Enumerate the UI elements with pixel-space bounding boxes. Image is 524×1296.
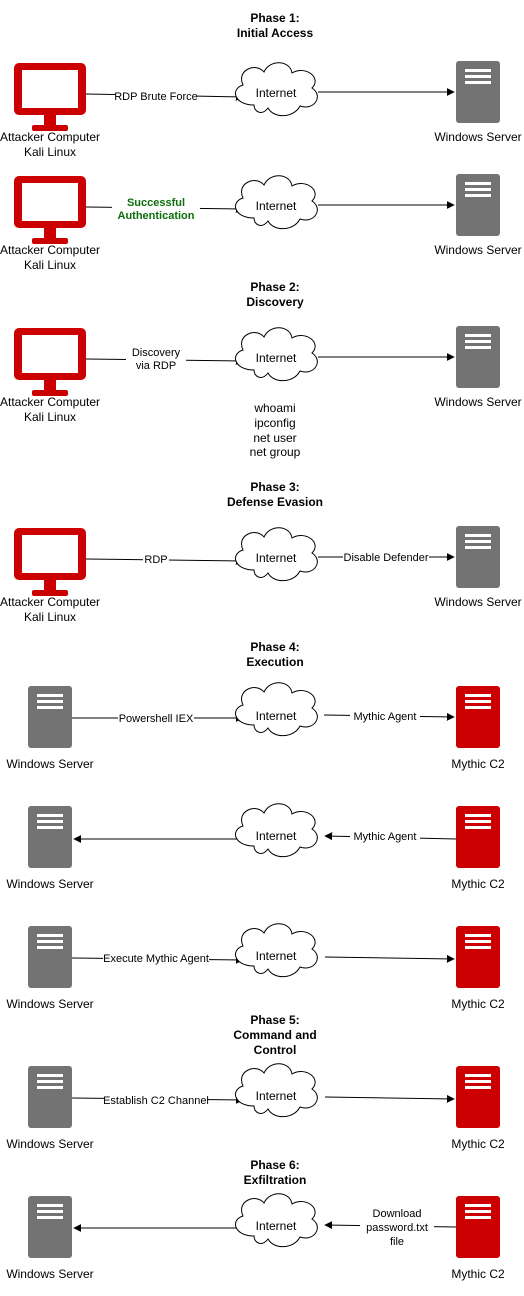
windows-server-label: Windows Server	[6, 1137, 93, 1151]
mythic-c2-label: Mythic C2	[451, 877, 505, 891]
command-net-group: net group	[250, 445, 301, 459]
phase-1-title-line-1: Phase 1:	[250, 11, 299, 25]
row-defense-evasion: Attacker Computer Kali Linux RDP Interne…	[0, 526, 522, 624]
attacker-label-line-1: Attacker Computer	[0, 243, 100, 257]
windows-server-label: Windows Server	[434, 395, 521, 409]
row-exfiltration: Windows Server Internet Download passwor…	[6, 1193, 505, 1281]
mythic-c2-label: Mythic C2	[451, 757, 505, 771]
phase-3-title-line-2: Defense Evasion	[227, 495, 323, 509]
edge-label-password-txt: password.txt	[366, 1222, 428, 1234]
edge-label-rdp-brute-force: RDP Brute Force	[114, 91, 198, 103]
edge-label-via-rdp: via RDP	[136, 360, 176, 372]
server-icon	[456, 1066, 500, 1128]
attacker-label-line-2: Kali Linux	[24, 258, 76, 272]
phase-2-title-line-2: Discovery	[246, 295, 304, 309]
internet-label: Internet	[256, 1089, 297, 1103]
attacker-label-line-1: Attacker Computer	[0, 130, 100, 144]
phase-4-title-line-1: Phase 4:	[250, 640, 299, 654]
row-successful-authentication: Attacker Computer Kali Linux Successful …	[0, 174, 522, 272]
edge-label-disable-defender: Disable Defender	[344, 552, 429, 564]
windows-server-label: Windows Server	[6, 757, 93, 771]
edge-label-establish-c2-channel: Establish C2 Channel	[103, 1095, 209, 1107]
server-icon	[456, 174, 500, 236]
server-icon	[456, 926, 500, 988]
phase-5-title-line-2: Command and	[233, 1028, 316, 1042]
server-icon	[28, 806, 72, 868]
phase-5-title-line-3: Control	[254, 1043, 297, 1057]
row-establish-c2-channel: Windows Server Establish C2 Channel Inte…	[6, 1063, 505, 1151]
edge-label-mythic-agent: Mythic Agent	[354, 831, 417, 843]
windows-server-label: Windows Server	[6, 1267, 93, 1281]
edge-label-rdp: RDP	[144, 554, 167, 566]
row-discovery: Attacker Computer Kali Linux Discovery v…	[0, 326, 522, 459]
attacker-label-line-2: Kali Linux	[24, 145, 76, 159]
phase-1-title-line-2: Initial Access	[237, 26, 314, 40]
row-powershell-iex: Windows Server Powershell IEX Internet M…	[6, 682, 505, 771]
monitor-icon	[14, 176, 86, 244]
mythic-c2-label: Mythic C2	[451, 1267, 505, 1281]
mythic-c2-label: Mythic C2	[451, 997, 505, 1011]
phase-6-title-line-1: Phase 6:	[250, 1158, 299, 1172]
edge-label-authentication: Authentication	[118, 210, 195, 222]
windows-server-label: Windows Server	[434, 243, 521, 257]
server-icon	[456, 61, 500, 123]
server-icon	[456, 1196, 500, 1258]
edge-label-discovery: Discovery	[132, 347, 181, 359]
phase-5-title-line-1: Phase 5:	[250, 1013, 299, 1027]
internet-label: Internet	[256, 199, 297, 213]
phase-2-title-line-1: Phase 2:	[250, 280, 299, 294]
server-icon	[28, 686, 72, 748]
internet-label: Internet	[256, 829, 297, 843]
windows-server-label: Windows Server	[434, 595, 521, 609]
internet-label: Internet	[256, 551, 297, 565]
edge-label-mythic-agent: Mythic Agent	[354, 711, 417, 723]
command-whoami: whoami	[253, 401, 295, 415]
edge-internet-to-c2	[324, 954, 455, 963]
phase-3-title-line-1: Phase 3:	[250, 480, 299, 494]
attacker-label-line-2: Kali Linux	[24, 610, 76, 624]
attacker-label-line-1: Attacker Computer	[0, 395, 100, 409]
command-net-user: net user	[253, 431, 296, 445]
internet-label: Internet	[256, 86, 297, 100]
edge-label-file: file	[390, 1236, 404, 1248]
phase-4-title-line-2: Execution	[246, 655, 303, 669]
edge-label-powershell-iex: Powershell IEX	[119, 713, 194, 725]
server-icon	[28, 1196, 72, 1258]
attacker-label-line-2: Kali Linux	[24, 410, 76, 424]
server-icon	[28, 926, 72, 988]
row-rdp-brute-force: Attacker Computer Kali Linux RDP Brute F…	[0, 61, 522, 159]
internet-label: Internet	[256, 351, 297, 365]
phase-6-title-line-2: Exfiltration	[244, 1173, 307, 1187]
row-execute-mythic-agent: Windows Server Execute Mythic Agent Inte…	[6, 923, 505, 1011]
windows-server-label: Windows Server	[434, 130, 521, 144]
command-ipconfig: ipconfig	[254, 416, 295, 430]
edge-label-download: Download	[373, 1208, 422, 1220]
mythic-c2-label: Mythic C2	[451, 1137, 505, 1151]
internet-label: Internet	[256, 949, 297, 963]
server-icon	[456, 526, 500, 588]
monitor-icon	[14, 328, 86, 396]
server-icon	[28, 1066, 72, 1128]
row-mythic-agent-download: Windows Server Internet Mythic Agent Myt…	[6, 803, 505, 891]
server-icon	[456, 326, 500, 388]
windows-server-label: Windows Server	[6, 997, 93, 1011]
server-icon	[456, 686, 500, 748]
edge-label-execute-mythic-agent: Execute Mythic Agent	[103, 953, 209, 965]
edge-label-successful: Successful	[127, 197, 185, 209]
monitor-icon	[14, 528, 86, 596]
internet-label: Internet	[256, 709, 297, 723]
internet-label: Internet	[256, 1219, 297, 1233]
monitor-icon	[14, 63, 86, 131]
server-icon	[456, 806, 500, 868]
windows-server-label: Windows Server	[6, 877, 93, 891]
attacker-label-line-1: Attacker Computer	[0, 595, 100, 609]
edge-internet-to-c2	[324, 1094, 455, 1103]
